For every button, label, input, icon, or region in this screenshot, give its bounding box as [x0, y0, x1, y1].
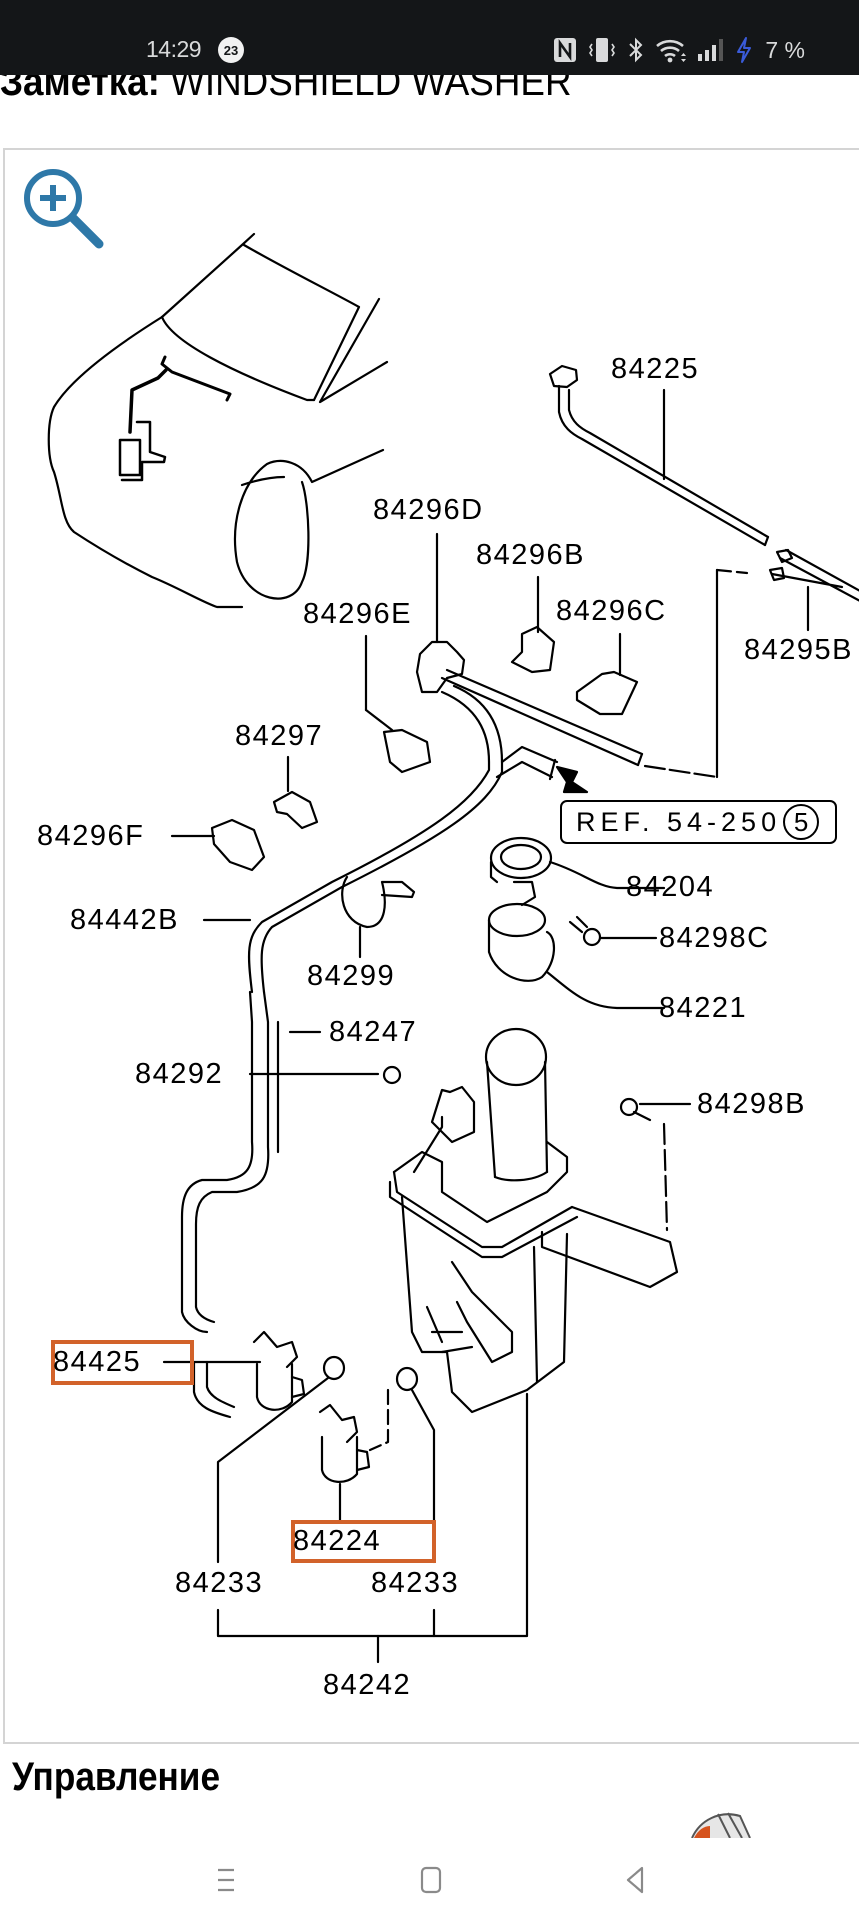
part-label[interactable]: 84296F	[37, 820, 145, 852]
car-illustration	[47, 232, 389, 609]
part-label[interactable]: 84204	[626, 871, 715, 903]
wifi-icon	[656, 39, 687, 63]
charging-icon	[737, 37, 752, 63]
highlight-box-84425	[51, 1340, 194, 1385]
reference-circle-number: 5	[783, 804, 820, 840]
pipe-assembly-drawing	[170, 532, 644, 1419]
part-label[interactable]: 84225	[611, 353, 700, 385]
parts-diagram	[47, 232, 859, 1664]
part-label-highlighted[interactable]: 84224	[293, 1525, 382, 1557]
part-label[interactable]: 84292	[135, 1058, 224, 1090]
notification-count-badge: 23	[218, 37, 244, 63]
section-heading: Управление	[12, 1755, 221, 1799]
part-label[interactable]: 84442B	[70, 904, 179, 936]
part-label[interactable]: 84296D	[373, 494, 484, 526]
navigation-bar	[0, 1838, 859, 1920]
part-label-highlighted[interactable]: 84425	[53, 1346, 142, 1378]
part-label[interactable]: 84233	[371, 1567, 460, 1599]
washer-tank-drawing	[388, 1027, 692, 1414]
filler-neck-drawing	[487, 836, 666, 1010]
highlight-box-84224	[291, 1520, 436, 1563]
pumps-drawing	[162, 1330, 529, 1664]
thumbnail-image[interactable]	[690, 1810, 760, 1838]
part-label[interactable]: 84296E	[303, 598, 412, 630]
vibrate-icon	[589, 38, 616, 62]
reference-box[interactable]: REF. 54-250 5	[560, 800, 837, 844]
bluetooth-icon	[629, 37, 643, 63]
part-label[interactable]: 84298C	[659, 922, 770, 954]
parts-diagram-container[interactable]: 84225 84296D 84296B 84296E 84296C 84295B…	[3, 148, 859, 1744]
part-label[interactable]: 84221	[659, 992, 748, 1024]
back-icon[interactable]	[616, 1860, 656, 1900]
part-label[interactable]: 84295B	[744, 634, 853, 666]
status-time: 14:29	[146, 36, 202, 62]
part-label[interactable]: 84299	[307, 960, 396, 992]
battery-percentage: 7 %	[765, 36, 805, 63]
part-label[interactable]: 84296C	[556, 595, 667, 627]
status-icons: 7 %	[553, 34, 805, 66]
zoom-in-icon[interactable]	[19, 164, 107, 252]
part-label[interactable]: 84296B	[476, 539, 585, 571]
status-bar: 14:29 23 7 %	[0, 0, 859, 75]
signal-icon	[698, 39, 724, 61]
part-label[interactable]: 84242	[323, 1669, 412, 1701]
part-label[interactable]: 84233	[175, 1567, 264, 1599]
home-icon[interactable]	[411, 1860, 451, 1900]
part-label[interactable]: 84297	[235, 720, 324, 752]
part-label[interactable]: 84298B	[697, 1088, 806, 1120]
part-label[interactable]: 84247	[329, 1016, 418, 1048]
nfc-icon	[554, 38, 577, 62]
part-84225-drawing	[548, 364, 859, 779]
recent-apps-icon[interactable]	[208, 1860, 248, 1900]
reference-text: REF. 54-250	[576, 806, 782, 837]
